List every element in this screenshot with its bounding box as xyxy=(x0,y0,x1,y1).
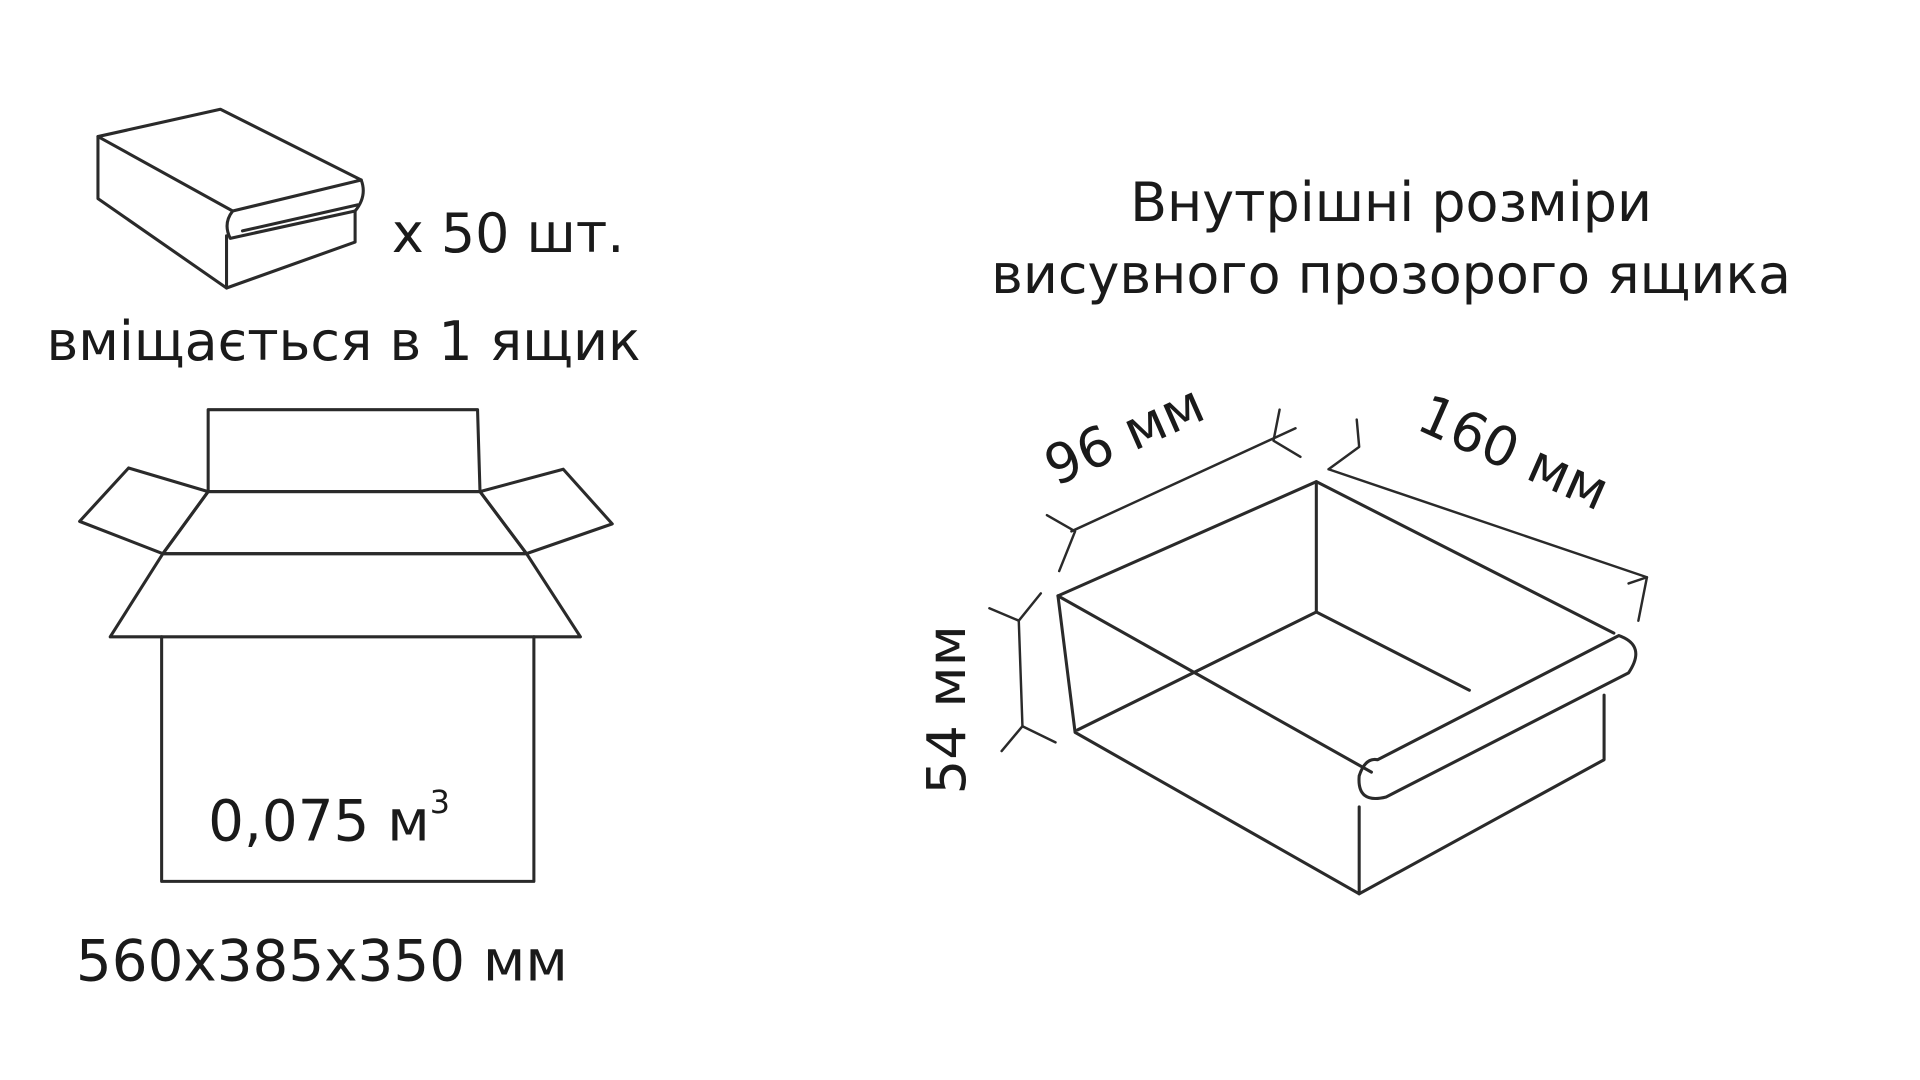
fits-in-box-label: вміщається в 1 ящик xyxy=(47,310,641,373)
small-drawer-box-icon xyxy=(96,107,365,290)
height-dimension-label: 54 мм xyxy=(915,625,978,794)
carton-dimensions: 560x385x350 мм xyxy=(76,928,568,994)
length-dimension-label: 160 мм xyxy=(1409,382,1618,523)
quantity-label: x 50 шт. xyxy=(392,202,625,265)
volume-value: 0,075 м3 xyxy=(208,783,450,855)
dimension-lines xyxy=(988,408,1649,753)
title-line-1: Внутрішні розміри xyxy=(1130,171,1652,234)
title-line-2: висувного прозорого ящика xyxy=(991,243,1791,306)
drawer-diagram-icon xyxy=(1056,480,1638,896)
open-carton-icon xyxy=(78,408,614,883)
